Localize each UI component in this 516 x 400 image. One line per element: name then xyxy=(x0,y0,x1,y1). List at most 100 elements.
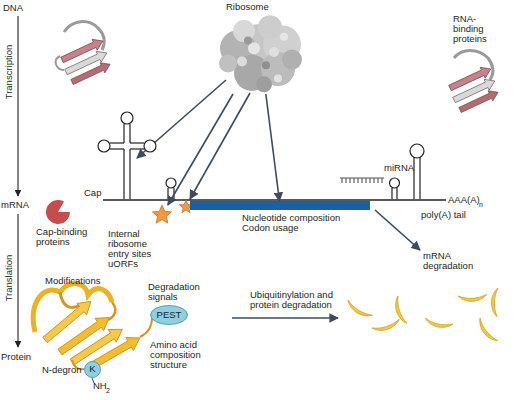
ribosome-arrow xyxy=(137,80,226,158)
text-label: n xyxy=(479,200,483,210)
pest-signal: PEST xyxy=(150,305,188,325)
strand-arrow xyxy=(70,59,113,87)
beta-strand xyxy=(40,296,96,346)
cloverleaf-structure xyxy=(98,112,176,199)
fragment xyxy=(458,289,487,305)
ribosome-lobe xyxy=(258,15,282,39)
ribosome-lobe xyxy=(269,47,279,57)
text-label: 2 xyxy=(106,386,110,396)
pest-ellipse xyxy=(151,306,188,325)
hairpin-loop xyxy=(144,140,156,152)
translation-arrow xyxy=(17,214,18,347)
rna-binding-protein xyxy=(447,51,500,116)
node-text: Codon usage xyxy=(242,223,299,233)
text-label: Transcription xyxy=(4,45,14,100)
text-label: mRNA xyxy=(1,200,29,210)
stem-line xyxy=(391,188,392,199)
ribosome-lobe xyxy=(256,76,272,92)
beta-strand xyxy=(70,59,113,87)
connector-arrow xyxy=(266,94,280,201)
ires-star-shape xyxy=(152,205,171,223)
degradation-arrow xyxy=(375,210,420,250)
protein-loop xyxy=(56,56,64,70)
ribosome-outline xyxy=(214,14,306,94)
ribosome-arrow xyxy=(190,93,250,199)
stem-line xyxy=(129,149,130,199)
text-label: Degradation signals xyxy=(148,282,206,302)
lysine-residue: K xyxy=(84,361,101,378)
stem-line xyxy=(130,142,144,143)
fragment xyxy=(489,288,503,317)
text-label: NH xyxy=(93,381,107,391)
text-label: Ubiquitinylation and protein degradation xyxy=(250,290,350,310)
ribosome-lobe xyxy=(262,61,270,69)
text-label: Modifications xyxy=(45,276,100,286)
beta-strand xyxy=(458,87,501,115)
text-label: Cap-binding proteins xyxy=(36,227,94,247)
stem-line xyxy=(419,157,420,199)
text-label: DNA xyxy=(3,3,23,13)
protein-fragments xyxy=(345,288,503,343)
protein-loop xyxy=(60,292,80,307)
degradation-arrow xyxy=(232,317,338,319)
hairpin-loop xyxy=(410,144,424,158)
text-label: RNA-binding proteins xyxy=(453,14,493,44)
fragment xyxy=(425,318,453,327)
stem-line xyxy=(129,124,130,143)
text-label: Protein xyxy=(1,352,31,362)
protein-ribbon xyxy=(33,284,152,383)
text-label: poly(A) tail xyxy=(421,210,466,220)
ribosome-lobe xyxy=(219,54,237,72)
node-text: Internal ribosome entry sites xyxy=(108,229,160,259)
node-text: Nucleotide composition xyxy=(242,213,340,223)
text-label: mRNA degradation xyxy=(423,251,481,271)
fragment xyxy=(345,300,375,318)
text-label: Amino acid composition structure xyxy=(150,340,208,370)
fragment xyxy=(372,314,401,336)
node-text: Ribosome xyxy=(226,2,269,12)
stem-line xyxy=(110,142,124,143)
hairpin-loop xyxy=(166,178,176,188)
connector-arrow xyxy=(168,94,233,205)
stem-line xyxy=(110,148,124,149)
fragment xyxy=(390,296,412,325)
fragment xyxy=(474,318,501,343)
hairpin-loop xyxy=(390,178,400,188)
rna-binding-protein xyxy=(56,22,113,87)
lysine-circle xyxy=(85,362,101,378)
node-text: PEST xyxy=(150,310,188,320)
text-label: miRNA xyxy=(384,163,414,173)
mirna-symbol xyxy=(340,178,384,183)
ribosome-lobe xyxy=(244,37,252,45)
strand-arrow xyxy=(40,296,96,346)
transcription-arrow xyxy=(17,16,18,196)
node-text: K xyxy=(84,364,101,374)
ribosome-lobe xyxy=(282,50,302,70)
text-label: Translation xyxy=(4,255,14,302)
hairpin-loop xyxy=(98,140,110,152)
stem-line xyxy=(167,188,168,199)
node-text: uORFs xyxy=(108,259,138,269)
beta-strand xyxy=(84,332,143,375)
star-outline xyxy=(152,205,172,225)
strand-arrow xyxy=(84,332,143,375)
stem-line xyxy=(173,188,174,199)
text-label: Cap xyxy=(84,188,101,198)
ribosome-lobe xyxy=(237,57,247,67)
stem-line xyxy=(396,188,397,199)
ribosome-lobe xyxy=(233,20,255,42)
ribosome-lobe xyxy=(280,33,288,41)
ires-star: Internal ribosome entry sitesuORFs xyxy=(152,205,172,225)
coding-region: Nucleotide compositionCodon usage xyxy=(190,201,370,210)
stem-line xyxy=(123,124,124,143)
stem-line xyxy=(123,149,124,199)
hairpin-loop xyxy=(121,112,133,124)
text-label: AAA(A) xyxy=(448,195,480,205)
strand-arrow xyxy=(458,87,501,115)
ribosome-node: Ribosome xyxy=(214,2,306,94)
ribosome-lobe xyxy=(274,75,282,83)
protein-loop xyxy=(140,318,152,337)
stem-line xyxy=(130,148,144,149)
